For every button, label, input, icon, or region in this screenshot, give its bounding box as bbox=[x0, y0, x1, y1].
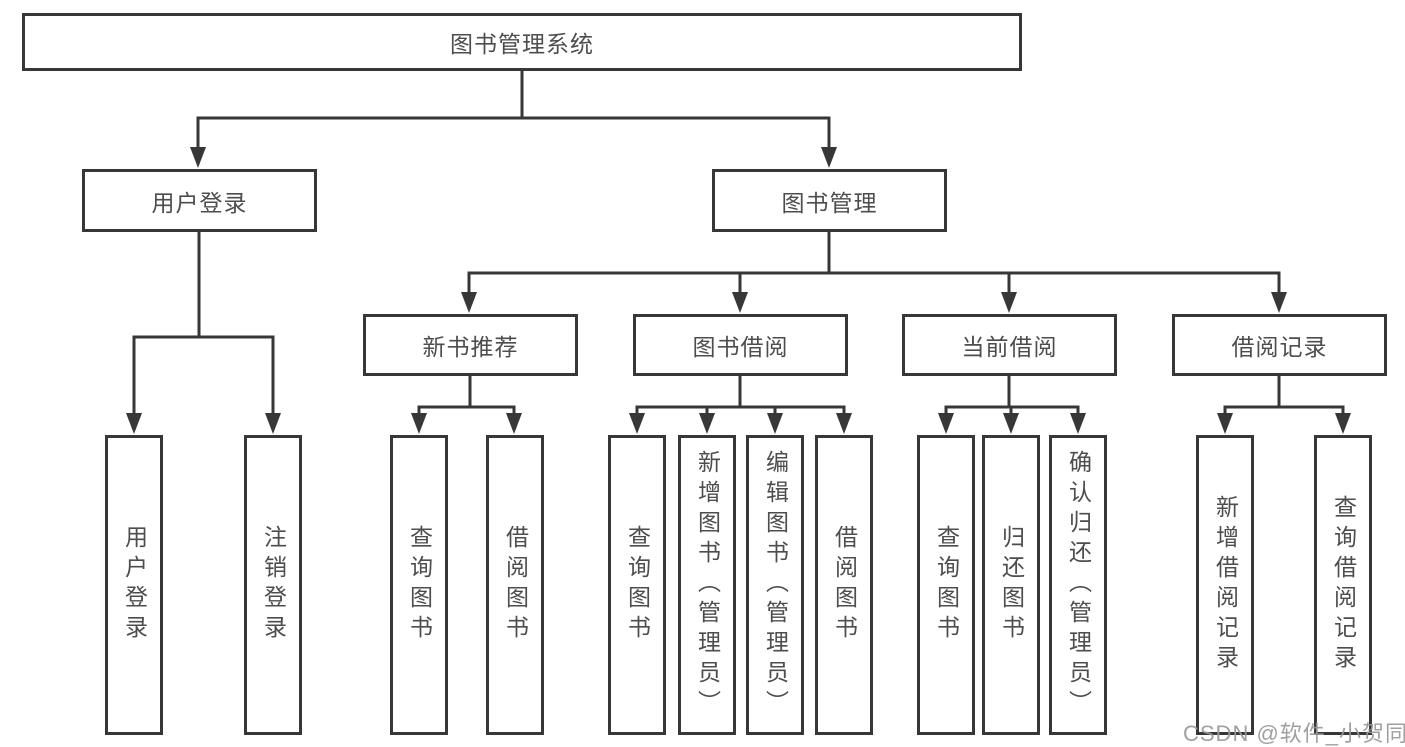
leaf-borrow-borrow-books-label: 借阅图书 bbox=[831, 525, 858, 645]
leaf-current-query-books: 查询图书 bbox=[917, 435, 975, 735]
leaf-recommend-query-books-label: 查询图书 bbox=[406, 525, 433, 645]
leaf-borrow-edit-books-admin: 编辑图书（管理员） bbox=[746, 435, 804, 735]
node-new-book-recommend-label: 新书推荐 bbox=[422, 334, 519, 360]
connector-current-split bbox=[944, 374, 1080, 416]
node-user-login: 用户登录 bbox=[82, 169, 317, 232]
leaf-recommend-query-books: 查询图书 bbox=[390, 435, 448, 735]
node-book-borrow: 图书借阅 bbox=[633, 314, 848, 376]
leaf-current-query-books-label: 查询图书 bbox=[933, 525, 960, 645]
leaf-logout-label: 注销登录 bbox=[260, 525, 287, 645]
leaf-borrow-edit-books-admin-label: 编辑图书（管理员） bbox=[762, 450, 789, 720]
leaf-current-return-books: 归还图书 bbox=[982, 435, 1040, 735]
node-borrow-records-label: 借阅记录 bbox=[1231, 334, 1328, 360]
connector-borrow-split bbox=[635, 374, 846, 416]
leaf-borrow-borrow-books: 借阅图书 bbox=[815, 435, 873, 735]
leaf-current-confirm-return-admin-label: 确认归还（管理员） bbox=[1065, 450, 1092, 720]
leaf-recommend-borrow-books-label: 借阅图书 bbox=[502, 525, 529, 645]
leaf-borrow-add-books-admin: 新增图书（管理员） bbox=[678, 435, 736, 735]
node-book-borrow-label: 图书借阅 bbox=[692, 334, 789, 360]
connector-bookmgmt-to-level3 bbox=[467, 230, 1281, 295]
csdn-watermark: CSDN @软件_小贺同学 bbox=[1183, 721, 1405, 746]
leaf-records-query-record-label: 查询借阅记录 bbox=[1330, 495, 1357, 675]
leaf-current-confirm-return-admin: 确认归还（管理员） bbox=[1049, 435, 1107, 735]
node-book-management-label: 图书管理 bbox=[781, 189, 878, 216]
leaf-current-return-books-label: 归还图书 bbox=[998, 525, 1025, 645]
node-current-borrow-label: 当前借阅 bbox=[961, 334, 1058, 360]
leaf-user-login: 用户登录 bbox=[105, 435, 163, 735]
leaf-logout: 注销登录 bbox=[244, 435, 302, 735]
node-root: 图书管理系统 bbox=[22, 13, 1022, 71]
node-new-book-recommend: 新书推荐 bbox=[363, 314, 578, 376]
leaf-recommend-borrow-books: 借阅图书 bbox=[486, 435, 544, 735]
leaf-borrow-query-books-label: 查询图书 bbox=[624, 525, 651, 645]
node-user-login-label: 用户登录 bbox=[151, 189, 248, 216]
leaf-user-login-label: 用户登录 bbox=[121, 525, 148, 645]
leaf-records-query-record: 查询借阅记录 bbox=[1314, 435, 1372, 735]
leaf-records-add-record-label: 新增借阅记录 bbox=[1212, 495, 1239, 675]
connector-recommend-split bbox=[417, 374, 516, 416]
node-root-label: 图书管理系统 bbox=[450, 31, 594, 57]
node-borrow-records: 借阅记录 bbox=[1172, 314, 1387, 376]
node-current-borrow: 当前借阅 bbox=[902, 314, 1117, 376]
connector-root-to-level2 bbox=[196, 69, 831, 150]
leaf-borrow-query-books: 查询图书 bbox=[608, 435, 666, 735]
node-book-management: 图书管理 bbox=[712, 169, 947, 232]
connector-records-split bbox=[1223, 374, 1345, 416]
leaf-records-add-record: 新增借阅记录 bbox=[1196, 435, 1254, 735]
leaf-borrow-add-books-admin-label: 新增图书（管理员） bbox=[694, 450, 721, 720]
connector-login-split bbox=[132, 230, 275, 416]
